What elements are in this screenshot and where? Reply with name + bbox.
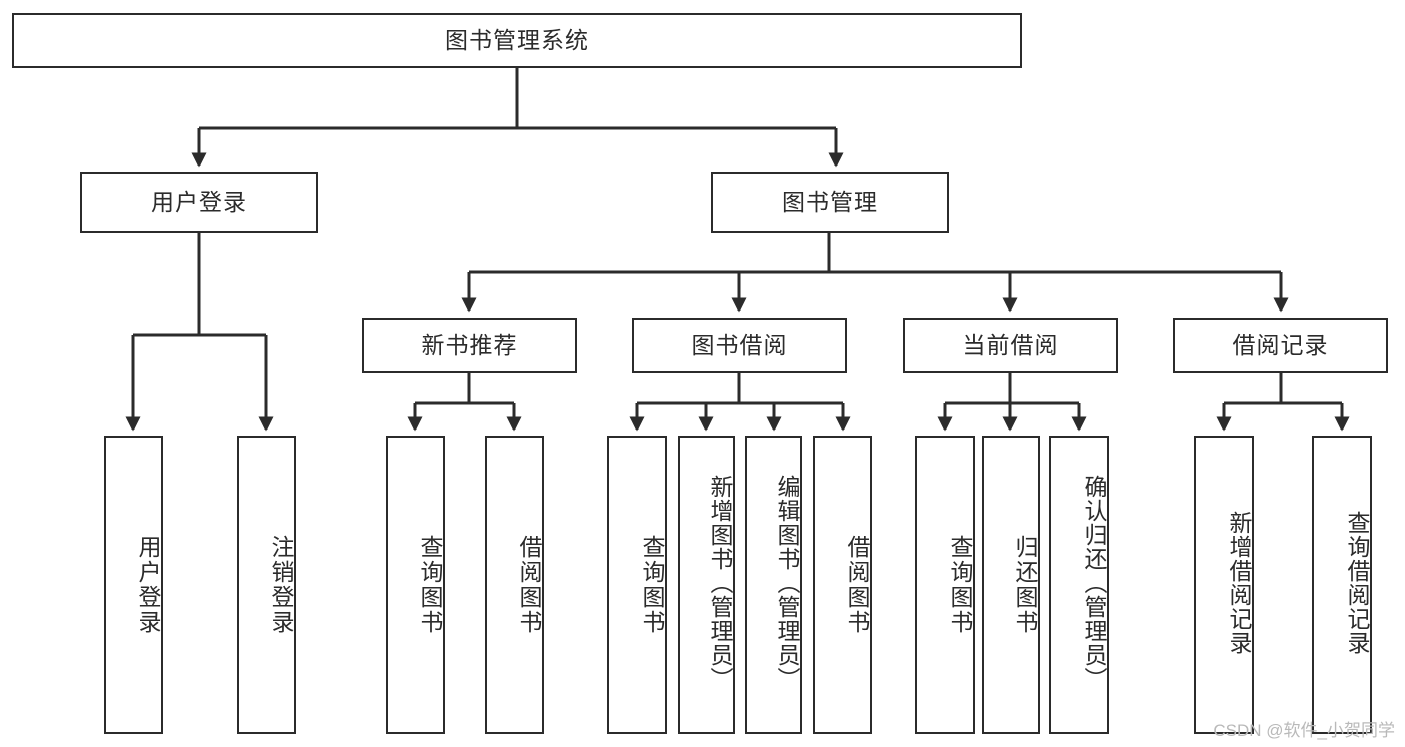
node-borrow-record[interactable]: 借阅记录 bbox=[1173, 318, 1388, 373]
node-user-login[interactable]: 用户登录 bbox=[80, 172, 318, 233]
node-new-book-recommend[interactable]: 新书推荐 bbox=[362, 318, 577, 373]
csdn-watermark: CSDN @软件_小贺同学 bbox=[1213, 721, 1395, 740]
leaf-query-book-newbook[interactable]: 查询图书 bbox=[386, 436, 445, 734]
node-root-system[interactable]: 图书管理系统 bbox=[12, 13, 1022, 68]
leaf-query-borrow-record[interactable]: 查询借阅记录 bbox=[1312, 436, 1372, 734]
leaf-add-borrow-record[interactable]: 新增借阅记录 bbox=[1194, 436, 1254, 734]
leaf-logout[interactable]: 注销登录 bbox=[237, 436, 296, 734]
leaf-confirm-return-admin[interactable]: 确认归还（管理员） bbox=[1049, 436, 1109, 734]
leaf-edit-book-admin[interactable]: 编辑图书（管理员） bbox=[745, 436, 802, 734]
leaf-return-book[interactable]: 归还图书 bbox=[982, 436, 1040, 734]
leaf-query-book-current[interactable]: 查询图书 bbox=[915, 436, 975, 734]
leaf-user-login[interactable]: 用户登录 bbox=[104, 436, 163, 734]
leaf-query-book-borrow[interactable]: 查询图书 bbox=[607, 436, 667, 734]
node-book-borrow[interactable]: 图书借阅 bbox=[632, 318, 847, 373]
leaf-borrow-book-newbook[interactable]: 借阅图书 bbox=[485, 436, 544, 734]
leaf-borrow-book[interactable]: 借阅图书 bbox=[813, 436, 872, 734]
node-book-management[interactable]: 图书管理 bbox=[711, 172, 949, 233]
leaf-add-book-admin[interactable]: 新增图书（管理员） bbox=[678, 436, 735, 734]
node-current-borrow[interactable]: 当前借阅 bbox=[903, 318, 1118, 373]
